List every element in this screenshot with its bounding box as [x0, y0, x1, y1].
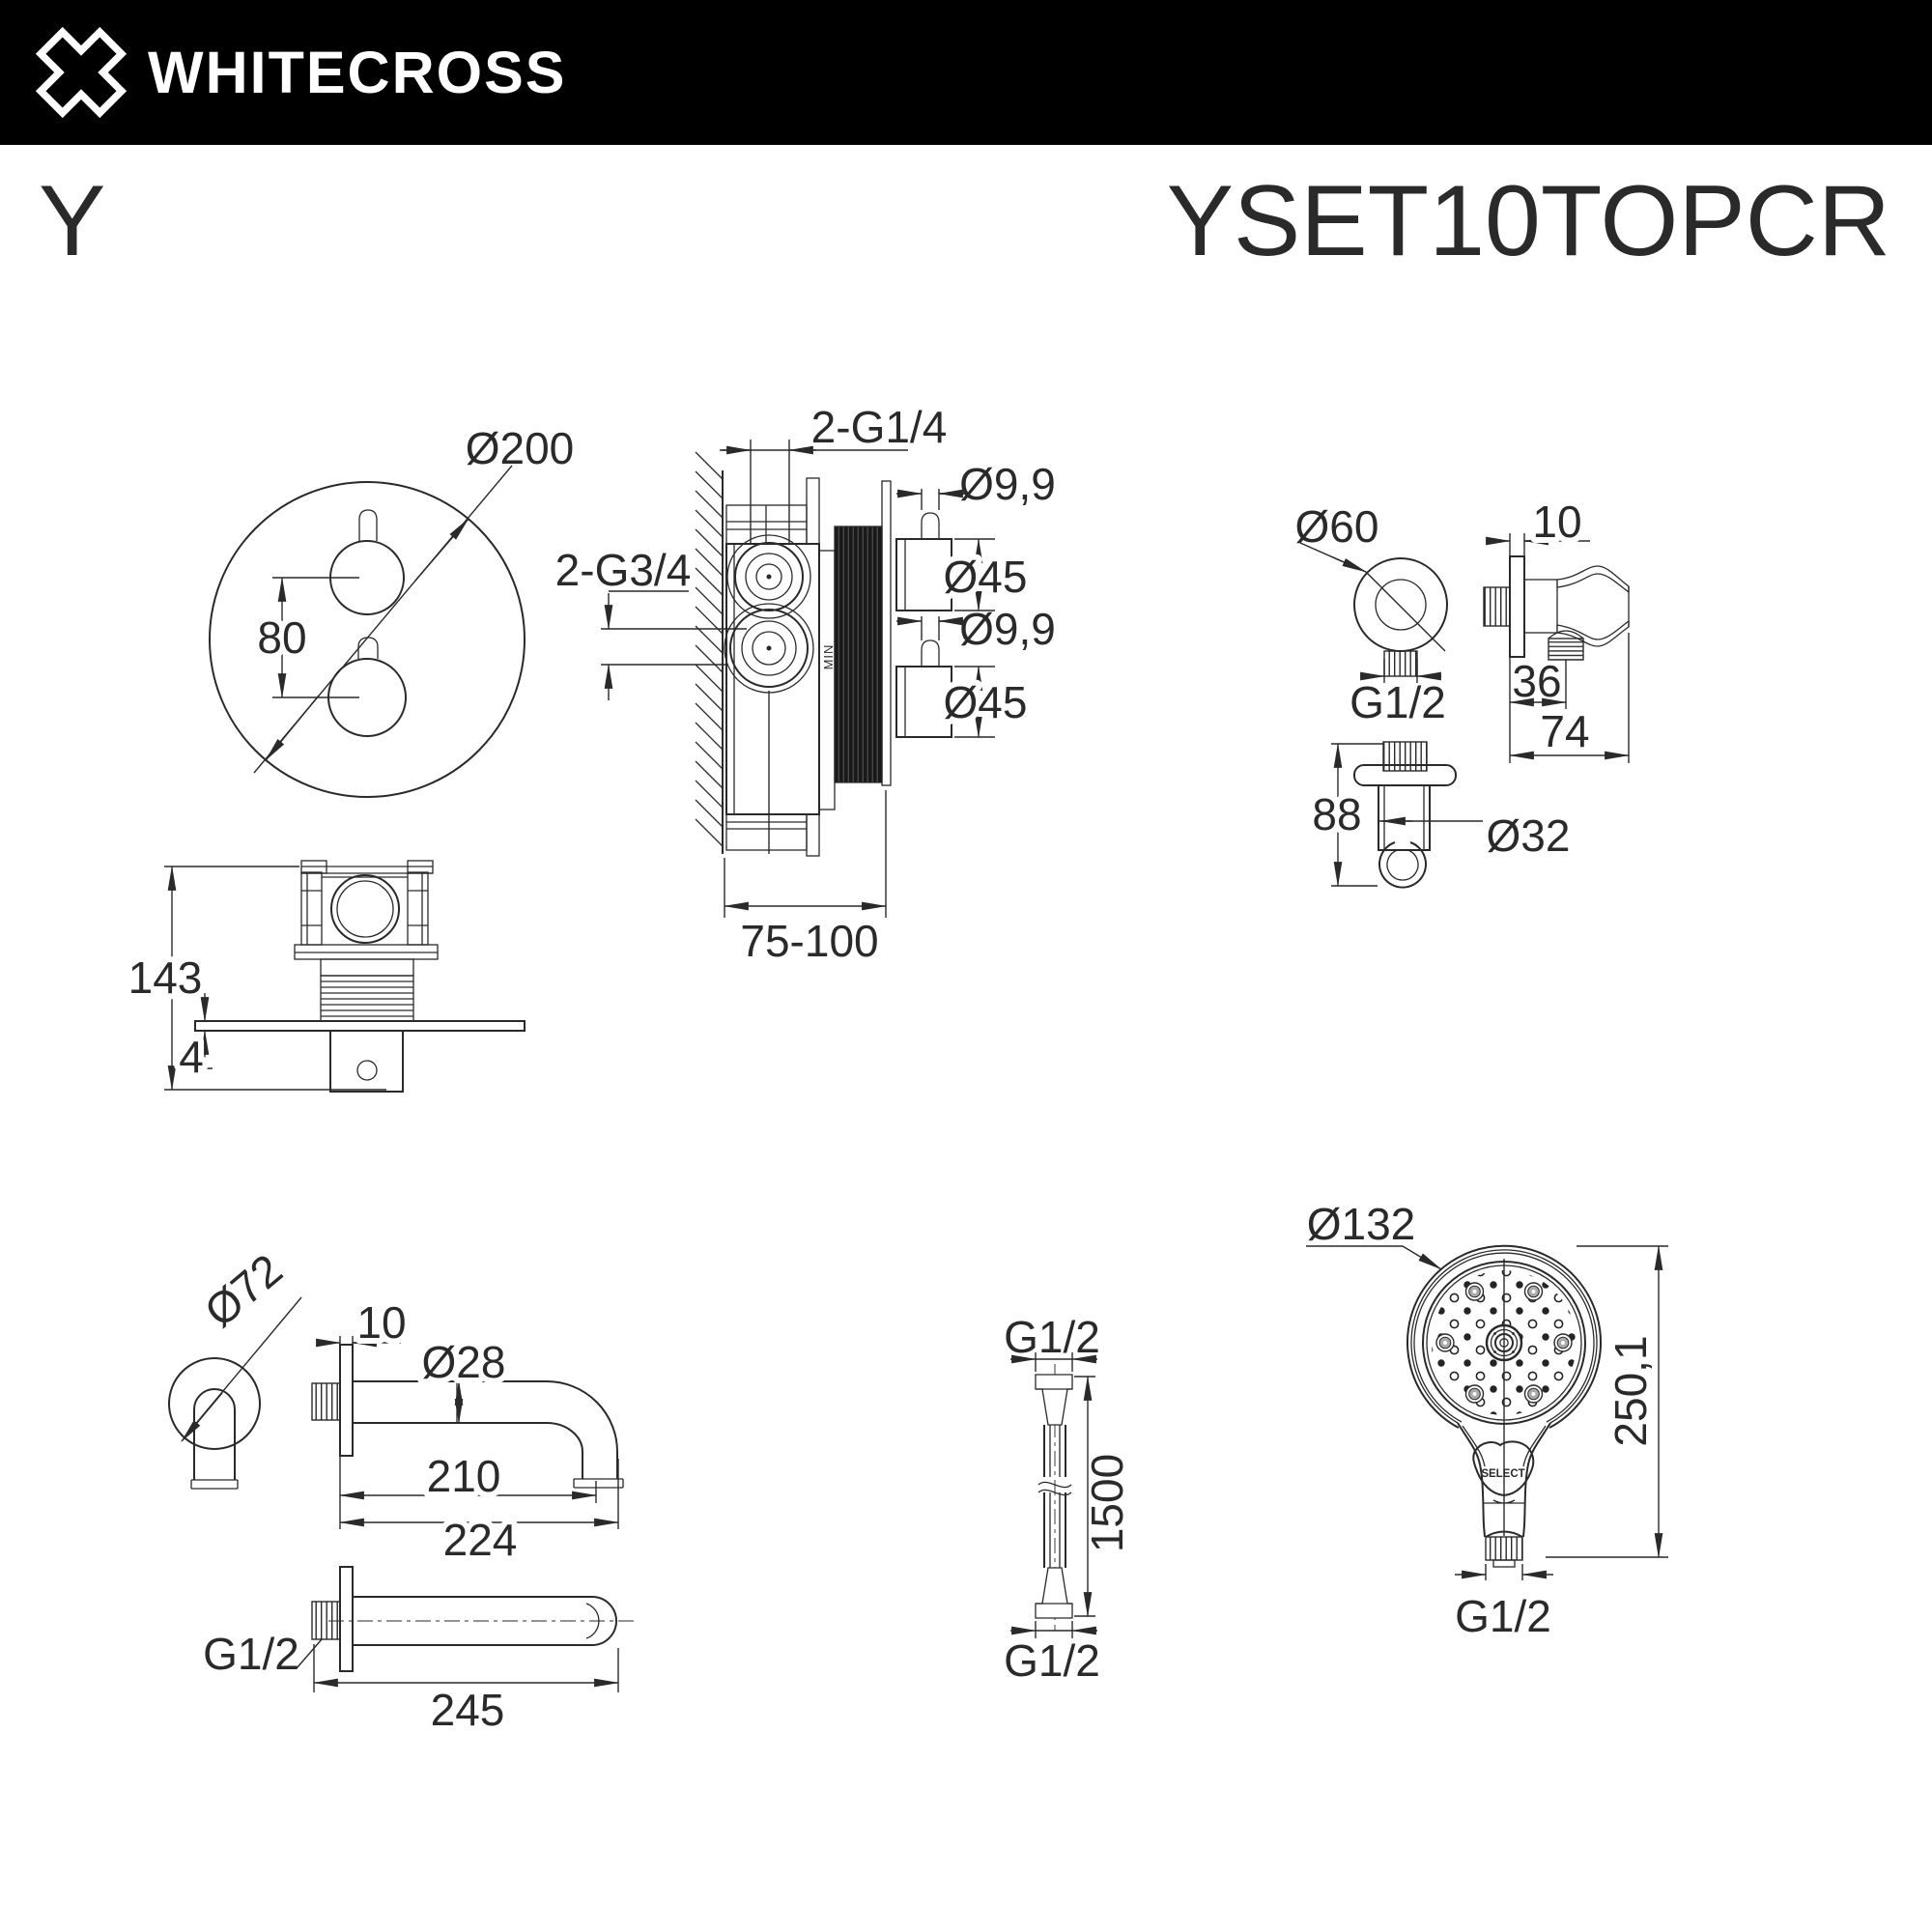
dim-hose-bottom-thread: G1/2 [1004, 1635, 1100, 1686]
drawing-wall-outlet: Ø60 G1/2 88 Ø32 10 [1295, 491, 1631, 889]
dim-spout-thread: G1/2 [203, 1629, 299, 1679]
dim-depth: 74 [1540, 706, 1589, 756]
dim-escutcheon: Ø60 [1295, 501, 1379, 552]
drawing-valve-front: 143 4 [123, 860, 526, 1093]
dim-spout-escutcheon: Ø72 [195, 1244, 292, 1337]
select-button [1472, 1440, 1535, 1497]
product-series: Y [39, 165, 106, 277]
drawing-hose: G1/2 G1/2 1500 [1004, 1312, 1132, 1686]
dim-plate-thickness: 4 [179, 1032, 204, 1082]
header-bar: WHITECROSS [0, 0, 1932, 145]
dim-valve-height: 143 [128, 952, 203, 1003]
dim-spout-plate-thickness: 10 [356, 1297, 406, 1348]
select-button-label: SELECT [1481, 1468, 1524, 1480]
dim-lower-stem: Ø9,9 [959, 604, 1056, 654]
dim-hose-length: 1500 [1082, 1454, 1132, 1552]
dim-thread: G1/2 [1350, 677, 1446, 727]
dim-side-ports: 2-G3/4 [555, 545, 692, 595]
dim-knob-distance: 80 [257, 612, 306, 663]
dim-reach: 210 [427, 1451, 501, 1501]
dim-plate-diameter: Ø200 [466, 423, 575, 473]
dim-total-reach: 224 [443, 1515, 518, 1565]
dim-wall-plate-thickness: 10 [1532, 497, 1581, 547]
dim-total-length: 250,1 [1605, 1335, 1656, 1446]
dim-holder-width: Ø32 [1487, 810, 1571, 861]
dim-handshower-thread: G1/2 [1455, 1591, 1551, 1641]
dim-holder-height: 88 [1312, 789, 1361, 839]
dim-upper-knob: Ø45 [944, 552, 1028, 602]
cartridge-thread [834, 526, 883, 783]
wall-hatch [695, 451, 724, 847]
whitecross-x-logo-icon [36, 27, 127, 118]
thread-stub [1383, 650, 1418, 677]
dim-offset: 36 [1512, 656, 1561, 706]
dim-mount-depth: 75-100 [740, 916, 878, 966]
dim-upper-stem: Ø9,9 [959, 459, 1056, 509]
dim-top-ports: 2-G1/4 [811, 402, 948, 452]
drawing-hand-shower: SELECT G1/2 Ø132 250,1 [1306, 1199, 1668, 1641]
dim-tube-diameter: Ø28 [422, 1337, 506, 1387]
brand-name: WHITECROSS [148, 40, 567, 105]
dim-spout-length: 245 [431, 1685, 505, 1735]
product-model: YSET10TOPCR [1166, 165, 1890, 277]
dim-head-diameter: Ø132 [1307, 1199, 1416, 1249]
min-label: MIN [821, 644, 836, 670]
dim-lower-knob: Ø45 [944, 677, 1028, 727]
jet-nozzles [1435, 1282, 1573, 1404]
drawing-mixer-side: MIN 2-G1/4 2-G3/4 Ø9,9 Ø45 Ø9,9 [555, 402, 1056, 966]
dim-hose-top-thread: G1/2 [1004, 1312, 1100, 1362]
drawing-trim-plate-front: 80 Ø200 [209, 423, 575, 798]
drawing-spout: Ø72 10 Ø28 210 224 [168, 1244, 636, 1735]
